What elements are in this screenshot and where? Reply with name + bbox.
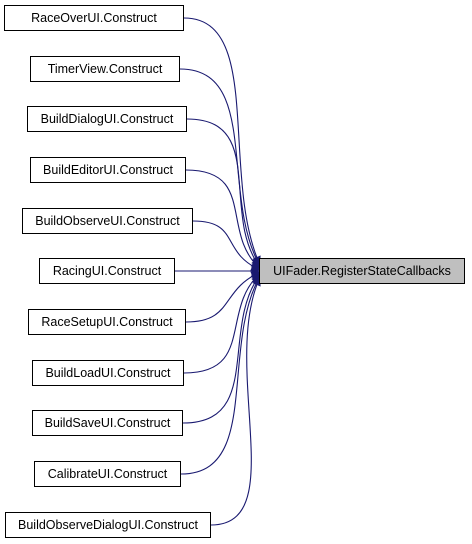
call-edge-buildobserveui-construct <box>192 220 261 271</box>
target-node-uifader-registerstatecallbacks[interactable]: UIFader.RegisterStateCallbacks <box>259 258 465 284</box>
call-edge-buildloadui-construct <box>183 273 261 374</box>
caller-node-builddialogui-construct[interactable]: BuildDialogUI.Construct <box>27 106 187 132</box>
caller-node-buildobservedialogui-construct[interactable]: BuildObserveDialogUI.Construct <box>5 512 211 538</box>
caller-node-timerview-construct[interactable]: TimerView.Construct <box>30 56 180 82</box>
call-edge-raceoverui-construct <box>183 17 261 266</box>
caller-node-racingui-construct[interactable]: RacingUI.Construct <box>39 258 175 284</box>
call-edge-calibrateui-construct <box>180 275 261 475</box>
caller-node-buildsaveui-construct[interactable]: BuildSaveUI.Construct <box>32 410 183 436</box>
caller-node-buildobserveui-construct[interactable]: BuildObserveUI.Construct <box>22 208 193 234</box>
caller-node-buildeditorui-construct[interactable]: BuildEditorUI.Construct <box>30 157 186 183</box>
caller-node-racesetupui-construct[interactable]: RaceSetupUI.Construct <box>28 309 186 335</box>
call-edge-timerview-construct <box>179 68 261 267</box>
call-edge-buildeditorui-construct <box>185 169 261 269</box>
call-edge-racesetupui-construct <box>185 271 261 323</box>
call-edge-buildobservedialogui-construct <box>210 276 261 526</box>
caller-node-buildloadui-construct[interactable]: BuildLoadUI.Construct <box>32 360 184 386</box>
call-edge-builddialogui-construct <box>186 118 261 268</box>
caller-node-raceoverui-construct[interactable]: RaceOverUI.Construct <box>4 5 184 31</box>
caller-node-calibrateui-construct[interactable]: CalibrateUI.Construct <box>34 461 181 487</box>
call-edge-buildsaveui-construct <box>182 274 261 424</box>
